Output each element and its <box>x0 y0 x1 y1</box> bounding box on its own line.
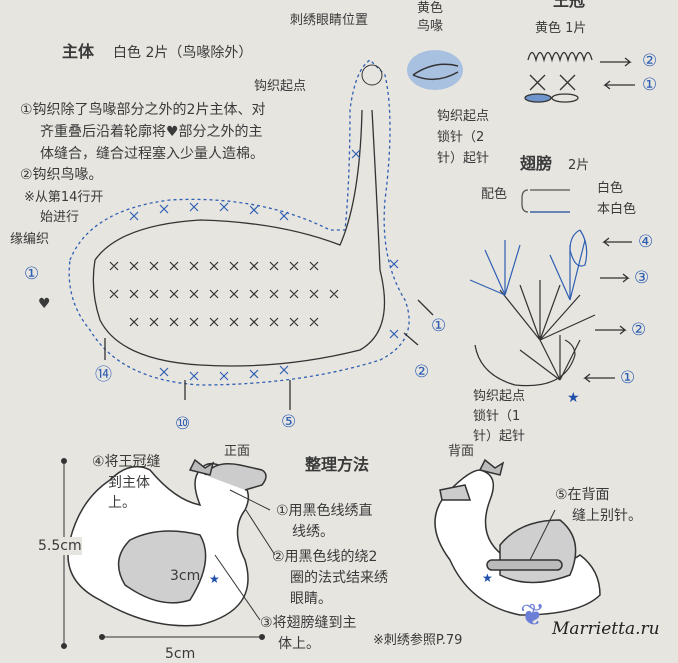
row-marker: ② <box>414 362 430 382</box>
color-white: 白色 <box>597 181 624 196</box>
finishing-title: 整理方法 <box>305 455 370 474</box>
instruction-line: 体缝合，缝合过程塞入少量人造棉。 <box>40 146 264 162</box>
front-swan-illustration <box>67 458 267 627</box>
row-marker: ② <box>631 320 647 340</box>
row-marker: ⑩ <box>175 414 191 434</box>
svg-text:★: ★ <box>209 572 220 586</box>
row-marker: ① <box>642 75 658 95</box>
instruction-line: ②钩织鸟喙。 <box>20 167 103 183</box>
instruction-line: 齐重叠后沿着轮廓将♥部分之外的主 <box>40 124 263 140</box>
step2-line: ②用黑色线的绕2 <box>272 549 378 565</box>
height-dimension: 5.5cm <box>38 537 82 555</box>
arrows <box>104 57 635 410</box>
row-marker: ③ <box>634 268 650 288</box>
stitch-crosses <box>109 149 399 381</box>
body-spec: 白色 2片（鸟喙除外） <box>113 45 253 61</box>
reference-note: ※刺绣参照P.79 <box>373 633 463 648</box>
instruction-line: ①钩织除了鸟喙部分之外的2片主体、对 <box>20 102 266 118</box>
step5-line: 缝上别针。 <box>572 508 642 524</box>
row-marker: ① <box>620 368 636 388</box>
crown-title: 王冠 <box>553 0 586 10</box>
step3-line: ③将翅膀缝到主 <box>260 615 357 631</box>
ring-icon <box>361 64 383 86</box>
note-line: 始进行 <box>40 210 80 225</box>
wing-start-note: 针）起针 <box>473 429 526 444</box>
front-label: 正面 <box>224 444 251 459</box>
color-offwhite: 本白色 <box>597 202 637 217</box>
row-marker: ① <box>24 264 40 284</box>
wing-chart <box>469 229 596 387</box>
row-marker: ⑭ <box>95 365 112 385</box>
step4-line: 上。 <box>108 495 136 511</box>
wing-start-note: 锁针（1 <box>473 409 521 424</box>
body-start-point: 钩织起点 <box>254 79 307 94</box>
step1-line: 线绣。 <box>292 524 334 540</box>
crown-chart <box>524 51 593 103</box>
beak-label: 鸟喙 <box>417 19 444 34</box>
color-label: 配色 <box>481 187 508 202</box>
crown-start-note: 锁针（2 <box>437 130 485 145</box>
step3-line: 体上。 <box>278 636 320 652</box>
svg-text:★: ★ <box>482 571 493 585</box>
body-title: 主体 <box>62 42 95 61</box>
note-line: ※从第14行开 <box>24 190 104 205</box>
wing-title: 翅膀 <box>520 154 553 173</box>
row-marker: ② <box>642 51 658 71</box>
beak-chart <box>407 50 463 90</box>
wing-dimension: 3cm <box>170 568 201 584</box>
row-marker: ⑤ <box>281 412 297 432</box>
beak-color-label: 黄色 <box>417 1 444 16</box>
step1-line: ①用黑色线绣直 <box>276 503 373 519</box>
butterfly-icon: ❦ <box>520 598 545 633</box>
row-marker: ④ <box>638 232 654 252</box>
crown-start-note: 针）起针 <box>437 151 490 166</box>
wing-spec: 2片 <box>568 158 590 173</box>
step2-line: 圈的法式结来绣 <box>290 570 388 586</box>
heart-icon: ♥ <box>38 296 51 312</box>
back-label: 背面 <box>448 444 475 459</box>
note-line: 缘编织 <box>10 232 50 247</box>
step5-line: ⑤在背面 <box>555 487 610 503</box>
back-swan-illustration <box>434 458 601 616</box>
step4-line: 到主体 <box>108 475 150 491</box>
crown-spec: 黄色 1片 <box>535 21 587 36</box>
star-icon: ★ <box>567 390 580 406</box>
step4-line: ④将王冠缝 <box>92 454 161 470</box>
wing-start-note: 钩织起点 <box>473 389 526 404</box>
width-dimension: 5cm <box>163 645 198 663</box>
watermark: Marrietta.ru <box>552 619 660 639</box>
eye-position-label: 刺绣眼睛位置 <box>290 13 369 28</box>
body-crochet-chart <box>68 59 410 386</box>
row-marker: ① <box>431 316 447 336</box>
crown-start-note: 钩织起点 <box>437 109 490 124</box>
step2-line: 眼睛。 <box>290 591 332 607</box>
dimension-lines <box>61 458 556 649</box>
